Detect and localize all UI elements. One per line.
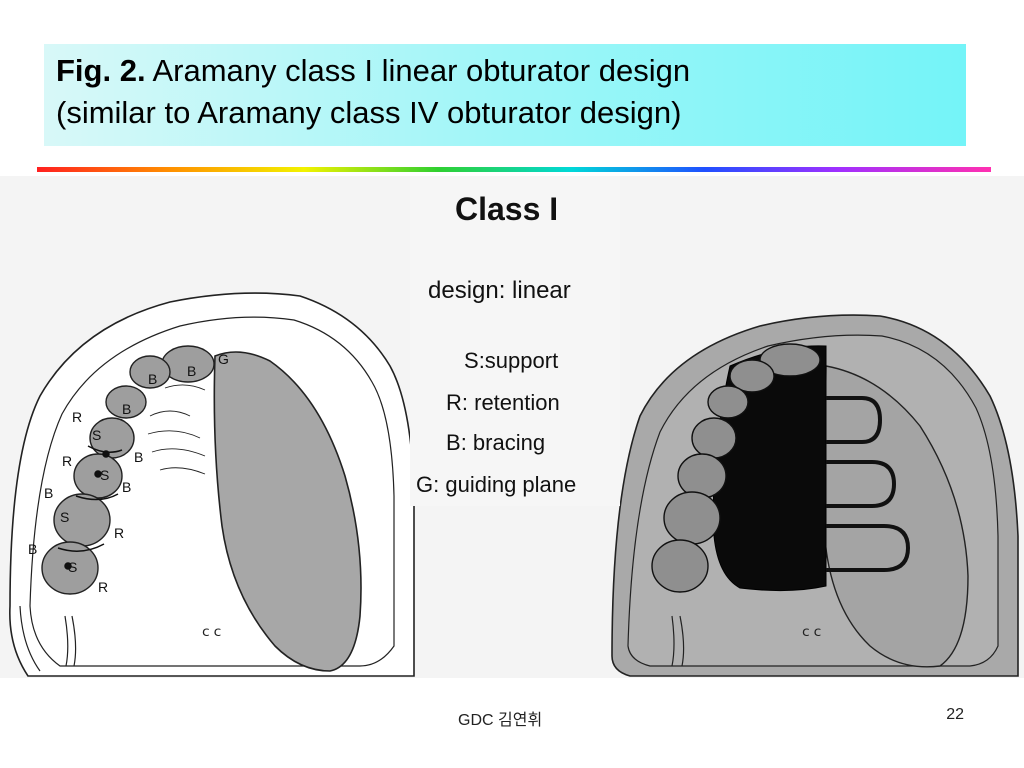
legend-item-retention: R: retention <box>446 390 560 415</box>
legend-text-r: : retention <box>462 390 560 415</box>
label-b-7: B <box>28 541 37 557</box>
label-r-2: R <box>62 453 72 469</box>
label-s-4: S <box>68 559 77 575</box>
label-b-6: B <box>44 485 53 501</box>
label-s-1: S <box>92 427 101 443</box>
right-teeth <box>651 343 821 593</box>
label-b-2: B <box>187 363 196 379</box>
legend-item-support: S:support <box>464 348 558 373</box>
legend-letter-g: G <box>416 472 433 497</box>
figure-number: Fig. 2. <box>56 53 146 88</box>
class-heading: Class I <box>455 191 558 227</box>
label-s-3: S <box>60 509 69 525</box>
design-label: design: linear <box>428 277 571 304</box>
legend-item-guiding-plane: G: guiding plane <box>416 472 576 497</box>
center-legend-area <box>410 176 620 506</box>
legend-item-bracing: B: bracing <box>446 430 545 455</box>
label-b-3: B <box>122 401 131 417</box>
legend-text-g: : guiding plane <box>433 472 576 497</box>
legend-text-b: : bracing <box>461 430 545 455</box>
footer-author: GDC 김연휘 <box>458 712 543 729</box>
right-retention-loops <box>826 396 911 572</box>
label-g-left: G <box>218 351 229 367</box>
legend-letter-s: S <box>464 348 479 373</box>
left-foramina: ⅽ ⅽ <box>202 623 221 639</box>
figure-svg: B B B G S S S S R R R R B B B B ⅽ ⅽ <box>0 176 1024 678</box>
legend-letter-r: R <box>446 390 462 415</box>
left-obturator <box>213 351 362 672</box>
label-b-5: B <box>122 479 131 495</box>
label-r-1: R <box>72 409 82 425</box>
slide-title-box: Fig. 2. Aramany class I linear obturator… <box>44 44 966 146</box>
right-frenum <box>671 615 685 667</box>
title-text-1: Aramany class I linear obturator design <box>145 53 691 88</box>
left-tooth-labels: B B B G S S S S R R R R B B B B <box>28 351 229 595</box>
label-s-2: S <box>100 467 109 483</box>
legend-text-s: :support <box>479 348 559 373</box>
right-foramina: ⅽ ⅽ <box>802 623 821 639</box>
slide-title-line-2: (similar to Aramany class IV obturator d… <box>56 95 682 130</box>
label-b-4: B <box>134 449 143 465</box>
rainbow-divider <box>37 167 991 172</box>
left-clasps <box>57 445 123 570</box>
page-number: 22 <box>946 706 964 723</box>
label-b-1: B <box>148 371 157 387</box>
label-r-4: R <box>98 579 108 595</box>
legend-letter-b: B <box>446 430 461 455</box>
obturator-figure: B B B G S S S S R R R R B B B B ⅽ ⅽ <box>0 176 1024 678</box>
left-teeth <box>41 345 215 595</box>
label-r-3: R <box>114 525 124 541</box>
slide-title-line-1: Fig. 2. Aramany class I linear obturator… <box>56 50 966 92</box>
legend-list: S:support R: retention B: bracing G: gui… <box>416 348 576 497</box>
